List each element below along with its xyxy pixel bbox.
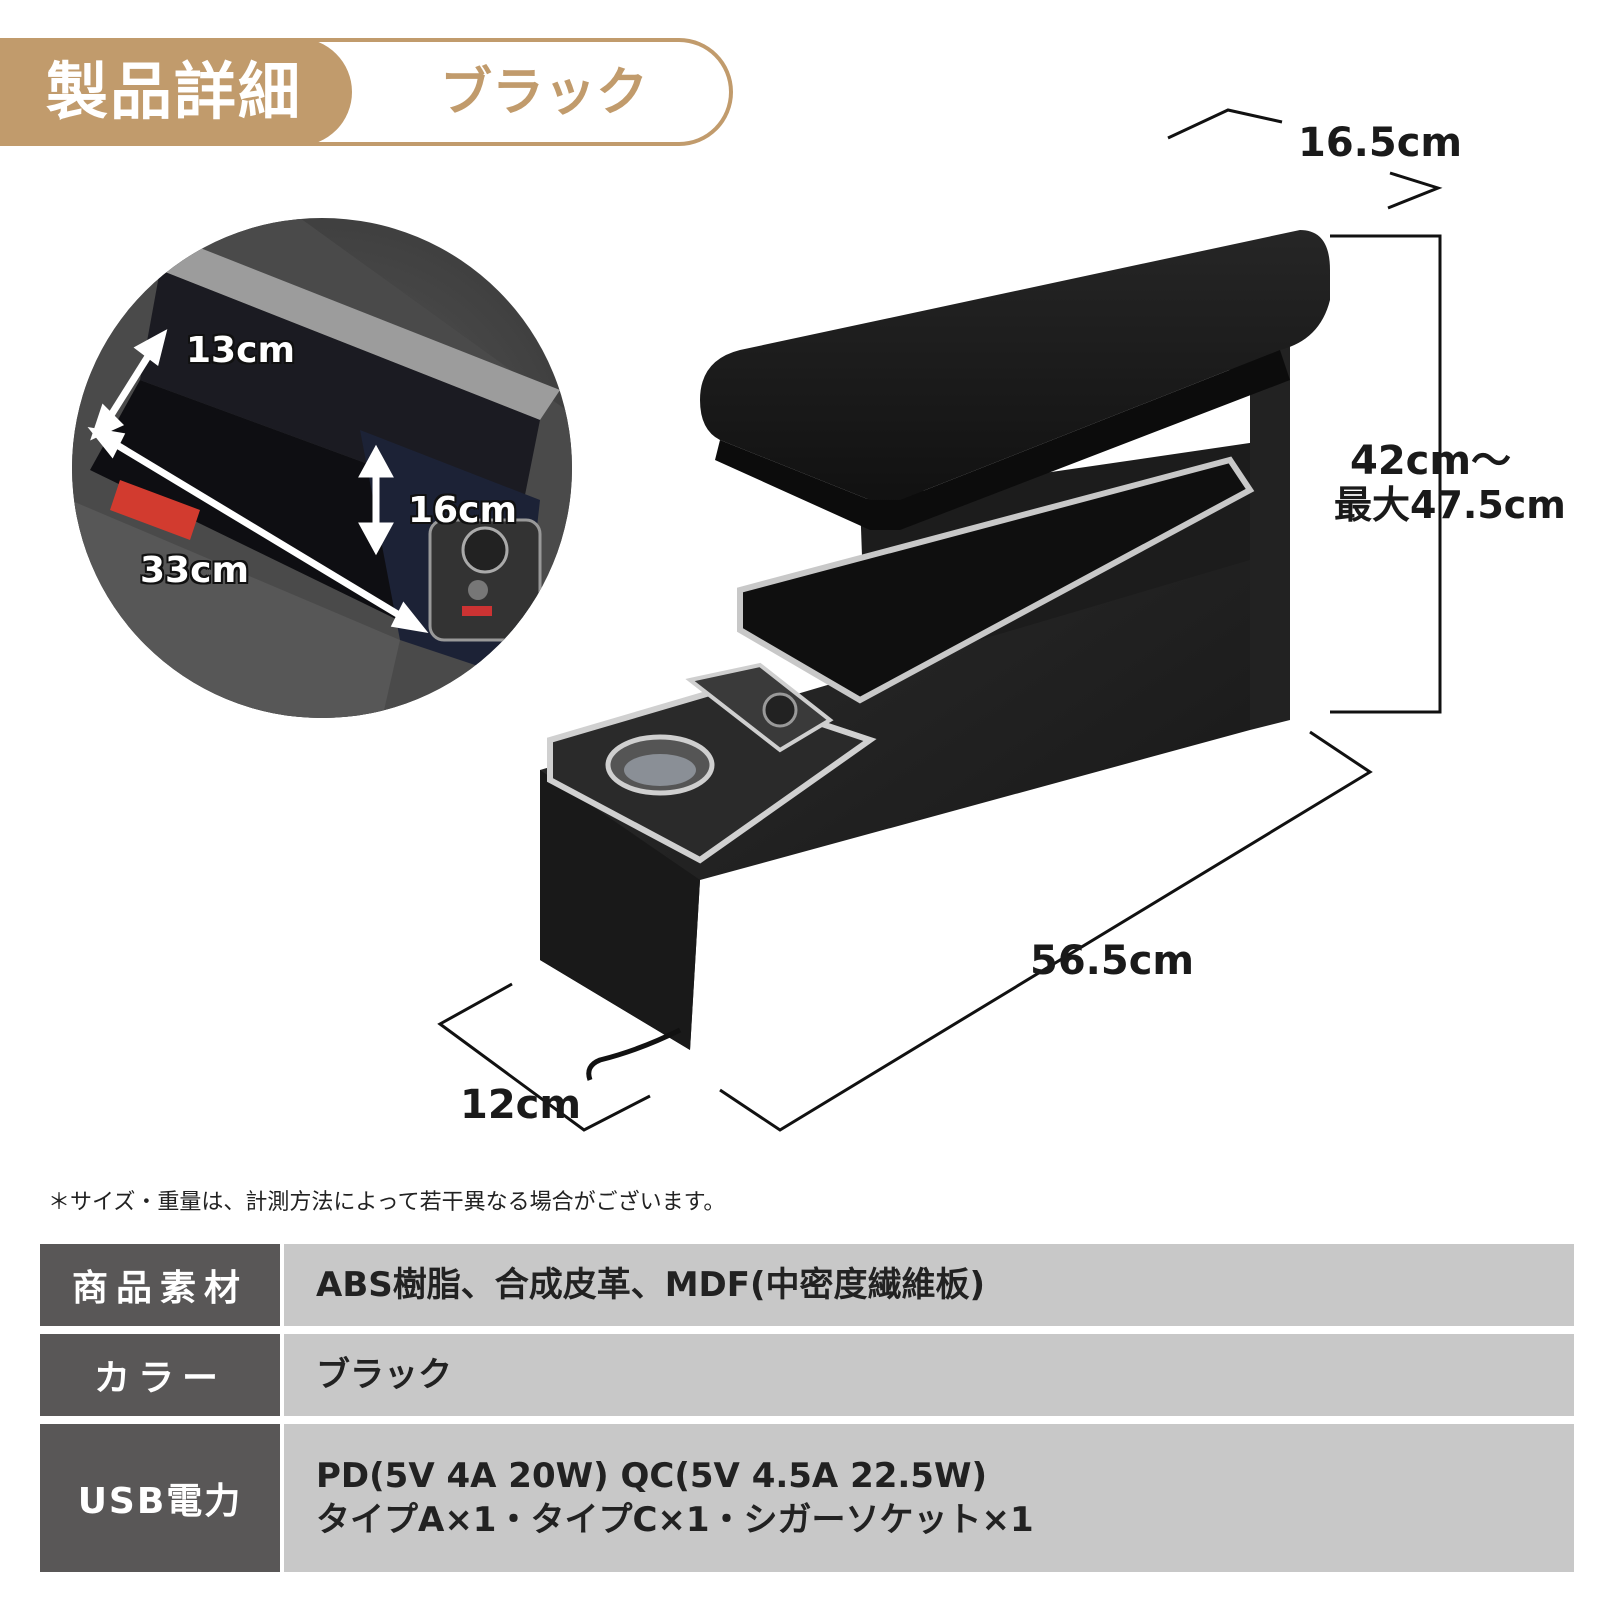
size-note: ＊サイズ・重量は、計測方法によって若干異なる場合がございます。 [48, 1190, 726, 1215]
console-body [540, 230, 1330, 1081]
spec-row-color: カラー ブラック [40, 1334, 1574, 1416]
spec-value-line: ABS樹脂、合成皮革、MDF(中密度繊維板) [316, 1265, 986, 1305]
spec-label: USB電力 [40, 1424, 280, 1572]
color-label: ブラック [440, 63, 649, 123]
dim-height-max: 最大47.5cm [1334, 483, 1566, 527]
spec-value: PD(5V 4A 20W) QC(5V 4.5A 22.5W) タイプA×1・タ… [284, 1424, 1574, 1572]
inset-photo [72, 218, 572, 718]
dim-height: 42cm〜 [1350, 438, 1512, 484]
dim-inset-width: 13cm [186, 330, 295, 371]
product-illustration [72, 108, 1443, 1132]
dim-inset-depth: 16cm [408, 490, 517, 531]
header-banner: 製品詳細 ブラック [0, 38, 733, 146]
spec-value: ブラック [284, 1334, 1574, 1416]
dim-depth-top: 16.5cm [1298, 120, 1463, 166]
dim-length: 56.5cm [1030, 938, 1195, 984]
spec-value-line: ブラック [316, 1355, 452, 1395]
spec-value-line: タイプA×1・タイプC×1・シガーソケット×1 [316, 1500, 1034, 1540]
page-title: 製品詳細 [46, 55, 303, 128]
header-title-bg [0, 38, 352, 146]
spec-value-line: PD(5V 4A 20W) QC(5V 4.5A 22.5W) [316, 1456, 988, 1496]
spec-value: ABS樹脂、合成皮革、MDF(中密度繊維板) [284, 1244, 1574, 1326]
inset-arrows [87, 329, 429, 633]
dimension-lines [437, 108, 1443, 1132]
spec-row-usb: USB電力 PD(5V 4A 20W) QC(5V 4.5A 22.5W) タイ… [40, 1424, 1574, 1572]
dim-width-bottom: 12cm [460, 1082, 582, 1128]
dim-inset-length: 33cm [140, 550, 249, 591]
spec-label: カラー [40, 1334, 280, 1416]
spec-row-material: 商品素材 ABS樹脂、合成皮革、MDF(中密度繊維板) [40, 1244, 1574, 1326]
spec-label: 商品素材 [40, 1244, 280, 1326]
